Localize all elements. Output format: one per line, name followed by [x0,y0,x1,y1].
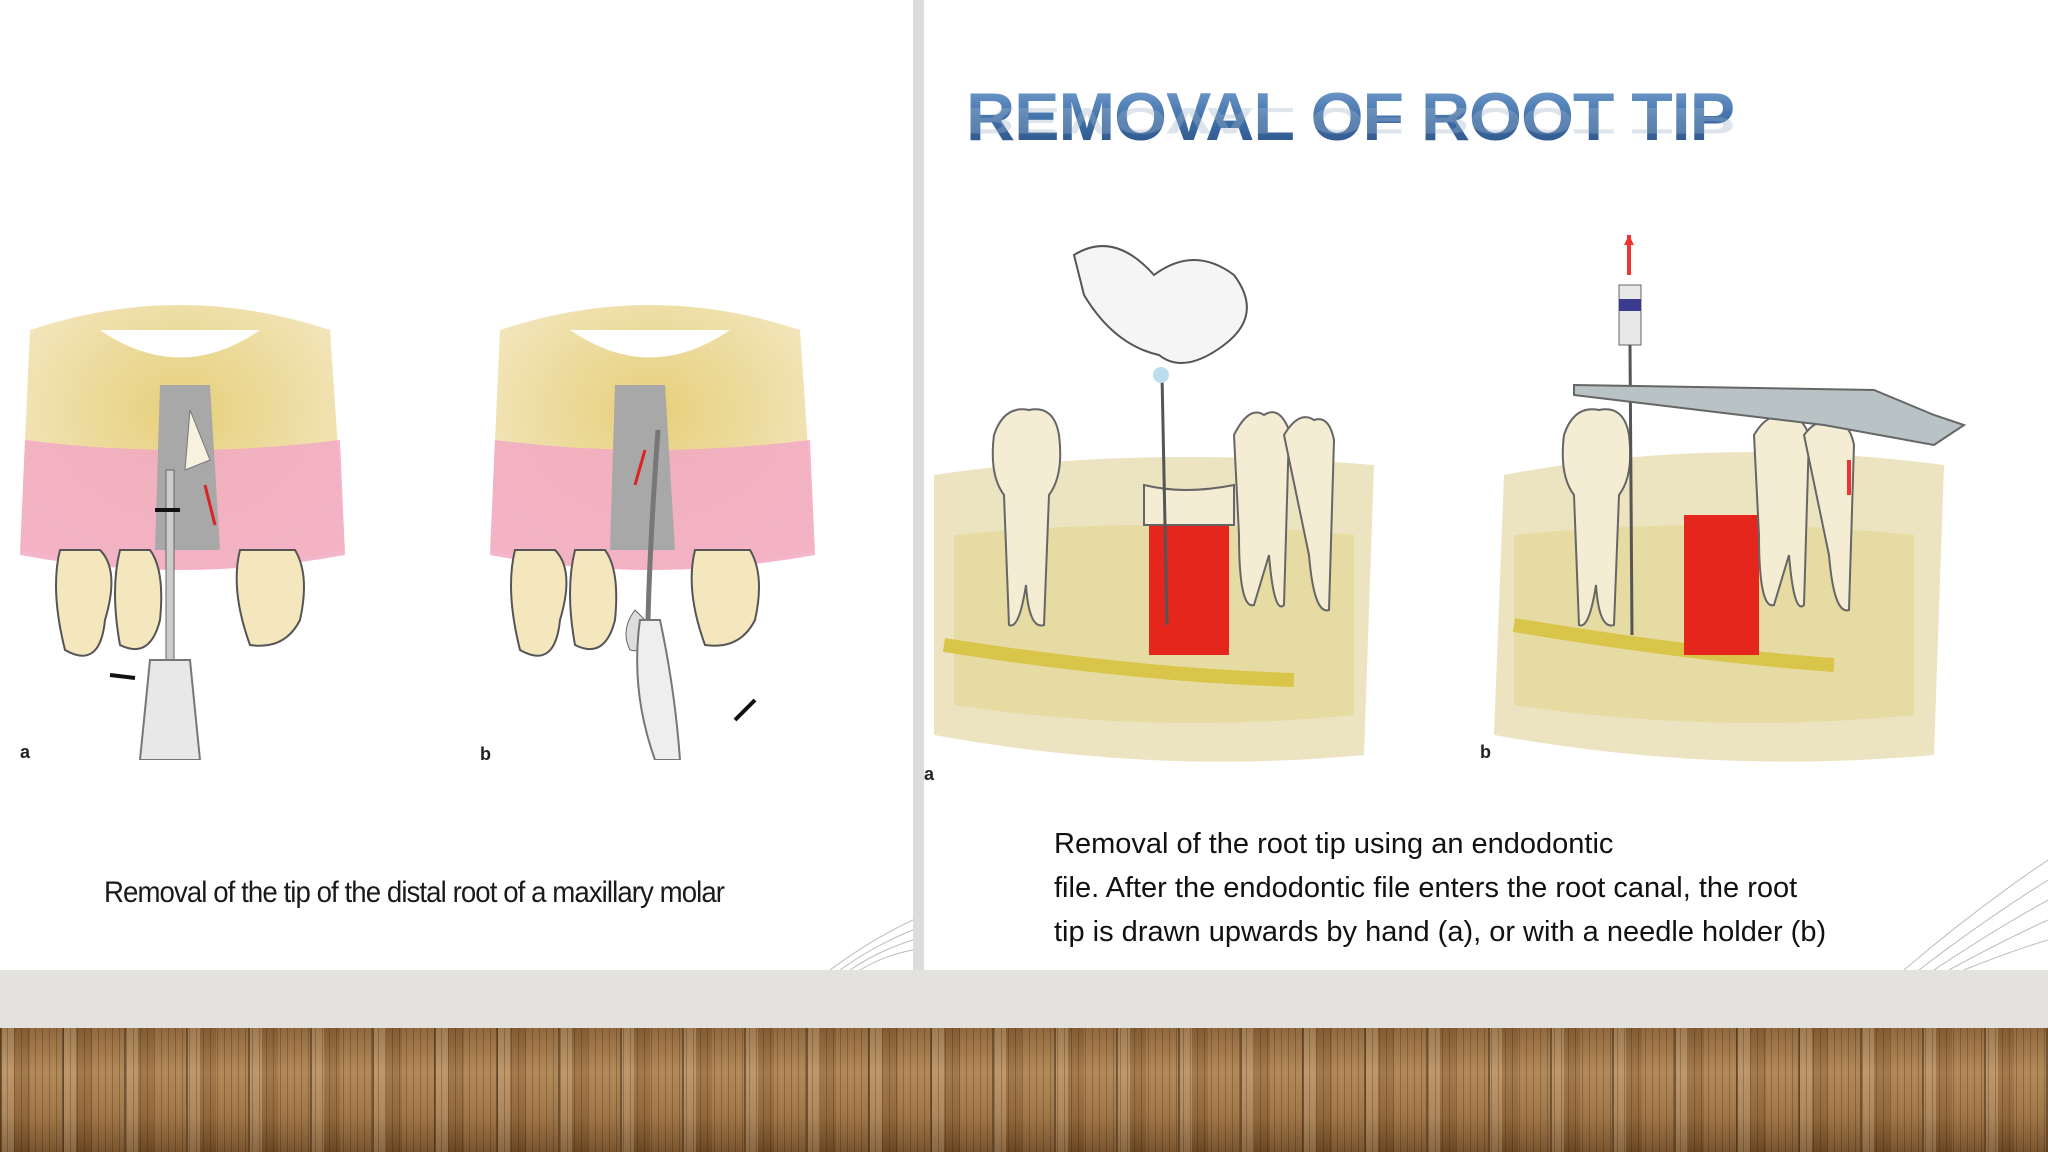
slide-description: Removal of the root tip using an endodon… [1054,822,1954,954]
maxillary-molar-illustration-b [490,305,815,760]
left-slide: a b Removal of the tip of the distal roo… [0,0,913,970]
needle-holder-illustration [1494,235,1967,762]
description-line: tip is drawn upwards by hand (a), or wit… [1054,916,1827,948]
wall-band [0,970,2048,1028]
slide-divider [913,0,924,970]
wooden-floor-background [0,1028,2048,1152]
description-line: file. After the endodontic file enters t… [1054,872,1798,904]
description-line: Removal of the root tip using an endodon… [1054,828,1614,860]
maxillary-molar-illustration-a [20,305,345,760]
endodontic-file-hand-illustration [934,245,1374,762]
corner-line-decoration [830,919,913,970]
figure-label-b: b [1480,742,1491,762]
slide-title-reflection: REMOVAL OF ROOT TIP [966,99,1735,142]
figure-label-a: a [20,742,31,762]
slide-title: REMOVAL OF ROOT TIP [966,79,1735,155]
figure-label-b: b [480,744,491,764]
right-slide: REMOVAL OF ROOT TIP REMOVAL OF ROOT TIP … [924,0,2048,970]
left-slide-caption: Removal of the tip of the distal root of… [104,876,725,909]
corner-line-decoration [1904,859,2048,970]
figure-label-a: a [924,764,935,784]
